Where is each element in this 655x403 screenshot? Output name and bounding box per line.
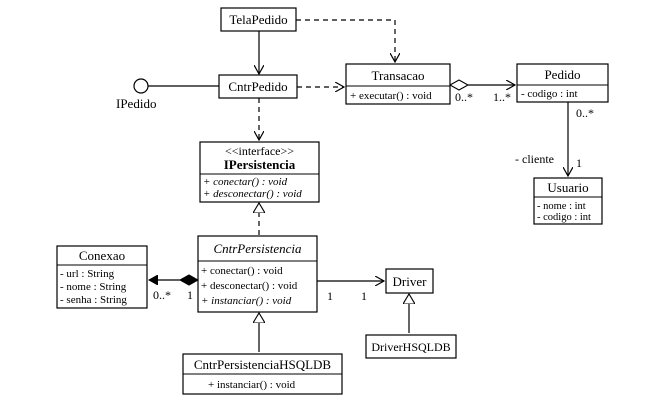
class-cntrpersistenciahsqldb-name: CntrPersistenciaHSQLDB [194,357,332,372]
class-cntrpersistencia-name: CntrPersistencia [213,241,302,256]
class-cntrpedido-name: CntrPedido [228,79,287,94]
multiplicity-driver-target: 1 [361,289,367,303]
edge-telapedido-transacao [296,19,395,62]
interface-stereotype: <<interface>> [225,144,294,158]
class-driverhsqldb[interactable]: DriverHSQLDB [365,334,457,359]
multiplicity-transacao-source: 0..* [455,90,473,104]
aggregation-diamond [448,79,470,91]
interface-ipersistencia[interactable]: <<interface>> IPersistencia + conectar()… [199,141,320,203]
interface-operation-desconectar: + desconectar() : void [203,188,302,200]
multiplicity-pedido-usuario-source: 0..* [576,106,594,120]
class-transacao-operation: + executar() : void [350,90,432,102]
class-cntrpersistenciahsqldb-operation: + instanciar() : void [208,379,296,391]
multiplicity-conexao-end: 0..* [153,288,171,302]
interface-operation-conectar: + conectar() : void [203,176,288,188]
class-cntrpersistencia-operation-conectar: + conectar() : void [201,265,283,277]
class-cntrpersistencia[interactable]: CntrPersistencia + conectar() : void + d… [197,235,318,313]
class-conexao-attribute-senha: - senha : String [60,294,127,306]
multiplicity-usuario-target: 1 [576,156,582,170]
class-usuario-attribute-nome: - nome : int [537,201,586,212]
class-telapedido[interactable]: TelaPedido [220,7,297,32]
class-cntrpersistenciahsqldb[interactable]: CntrPersistenciaHSQLDB + instanciar() : … [182,353,343,395]
class-conexao-name: Conexao [79,248,125,263]
class-usuario-attribute-codigo: - codigo : int [537,212,591,223]
class-cntrpedido[interactable]: CntrPedido [218,74,298,99]
class-transacao[interactable]: Transacao + executar() : void [345,63,451,105]
class-cntrpersistencia-operation-instanciar: + instanciar() : void [201,295,292,307]
class-driver[interactable]: Driver [385,268,434,294]
class-pedido[interactable]: Pedido - codigo : int [516,63,609,103]
class-transacao-name: Transacao [372,68,425,83]
class-usuario[interactable]: Usuario - nome : int - codigo : int [533,177,603,225]
multiplicity-pedido-target: 1..* [493,90,511,104]
multiplicity-persistencia-end: 1 [187,288,193,302]
class-conexao[interactable]: Conexao - url : String - nome : String -… [56,245,148,309]
class-pedido-name: Pedido [544,67,580,82]
composition-diamond [178,274,200,286]
class-driverhsqldb-name: DriverHSQLDB [371,340,450,354]
class-pedido-attribute: - codigo : int [521,88,578,100]
class-cntrpersistencia-operation-desconectar: + desconectar() : void [201,280,298,292]
class-driver-name: Driver [393,274,428,289]
ipedido-interface-circle [133,78,149,94]
multiplicity-driver-source: 1 [327,289,333,303]
interface-ipersistencia-name: IPersistencia [224,157,296,172]
class-usuario-name: Usuario [547,180,588,195]
role-cliente: - cliente [515,152,554,166]
ipedido-label: IPedido [116,96,156,111]
class-telapedido-name: TelaPedido [229,12,287,27]
class-conexao-attribute-nome: - nome : String [60,281,127,293]
class-conexao-attribute-url: - url : String [60,268,115,280]
